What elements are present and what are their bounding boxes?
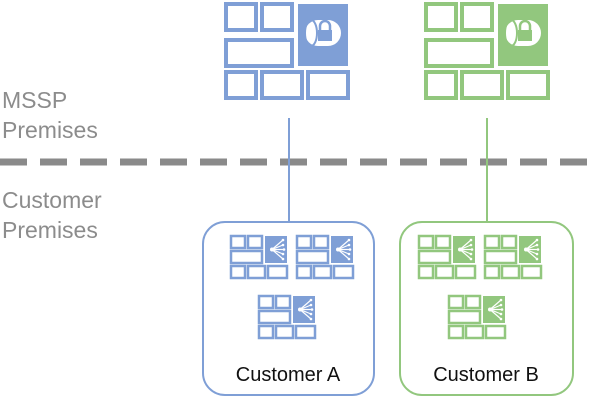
customer-a-group: Customer A: [202, 2, 375, 396]
customer-a-device-1-icon: [229, 234, 289, 280]
customer-a-device-3-icon: [257, 294, 317, 340]
mssp-server-a-icon: [224, 2, 350, 100]
customer-b-device-1-icon: [417, 234, 477, 280]
customer-premises-label-line1: Customer: [2, 187, 102, 213]
customer-b-device-3-icon: [447, 294, 507, 340]
mssp-premises-label: MSSP Premises: [2, 85, 98, 145]
customer-a-device-2-icon: [295, 234, 355, 280]
customer-b-device-2-icon: [483, 234, 543, 280]
mssp-server-b-icon: [424, 2, 550, 100]
mssp-premises-label-line1: MSSP: [2, 87, 68, 113]
mssp-premises-label-line2: Premises: [2, 117, 98, 143]
customer-b-name: Customer B: [433, 364, 539, 386]
customer-premises-label-line2: Premises: [2, 217, 98, 243]
customer-b-group: Customer B: [399, 2, 574, 396]
customer-a-name: Customer A: [236, 364, 341, 386]
customer-premises-label: Customer Premises: [2, 185, 102, 245]
